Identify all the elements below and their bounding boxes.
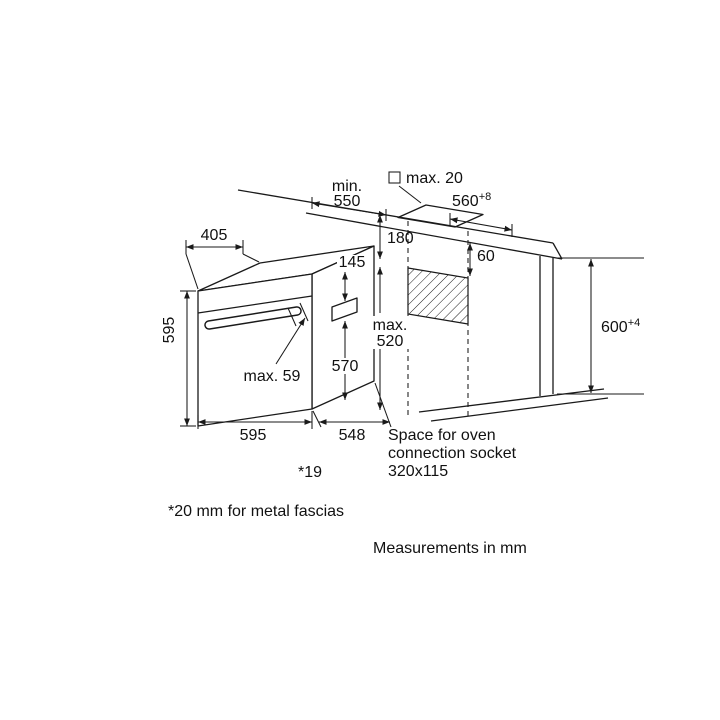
socket-top-offset-label: 180: [387, 230, 414, 247]
handle-depth-tick-outer: [299, 302, 309, 322]
panel-offset-label: 145: [339, 254, 366, 271]
square-symbol-icon: [388, 171, 401, 184]
socket-note-line2: connection socket: [388, 445, 517, 462]
shelf-bottom-edge: [430, 397, 609, 422]
socket-note-line1: Space for oven: [388, 427, 496, 444]
socket-note-line3: 320x115: [388, 463, 448, 480]
label-bg-520: [371, 316, 409, 349]
worktop-front-edge: [305, 212, 563, 260]
inner-height-label: 570: [332, 358, 359, 375]
worktop-depth-label: 550: [334, 193, 361, 210]
worktop-end-edge: [552, 242, 563, 260]
label-bg-max59: [243, 367, 301, 384]
socket-area-hatch: [407, 267, 469, 325]
top-depth-label: 405: [201, 227, 228, 244]
max-depth-prefix-label: max.: [373, 317, 408, 334]
footnote: *20 mm for metal fascias: [168, 503, 344, 520]
oven-vent-panel: [331, 297, 358, 322]
fascia-leader-line: [398, 185, 422, 204]
handle-depth-leader: [275, 317, 306, 365]
oven-handle: [205, 307, 301, 329]
socket-gap-label: 60: [477, 248, 495, 265]
label-bg-145: [337, 255, 367, 270]
fascia-max-label: max. 20: [406, 170, 463, 187]
top-depth-ext-right: [242, 253, 260, 263]
label-bg-570: [330, 358, 360, 374]
handle-depth-tick-inner: [287, 307, 297, 327]
niche-width-dim-line: [449, 217, 513, 232]
worktop-depth-prefix-label: min.: [332, 178, 362, 195]
oven-control-panel-line: [197, 295, 313, 314]
top-depth-ext-left: [185, 253, 199, 290]
worktop-cutout: [397, 204, 484, 228]
units-note: Measurements in mm: [373, 540, 527, 557]
worktop-back-edge: [237, 189, 554, 244]
oven-depth-label: 548: [339, 427, 366, 444]
handle-depth-label: max. 59: [244, 368, 301, 385]
oven-height-label: 595: [161, 317, 178, 344]
oven-depth-ext-front: [312, 410, 322, 428]
niche-height-label: 600+4: [601, 317, 640, 336]
shelf-top-edge: [418, 388, 605, 413]
max-depth-label: 520: [377, 333, 404, 350]
fascia-gap-label: *19: [298, 464, 322, 481]
oven-depth-ext-back: [374, 382, 392, 428]
niche-width-label: 560+8: [452, 191, 491, 210]
oven-width-label: 595: [240, 427, 267, 444]
oven-front-face: [197, 273, 313, 427]
worktop-depth-dim-line: [311, 201, 387, 217]
